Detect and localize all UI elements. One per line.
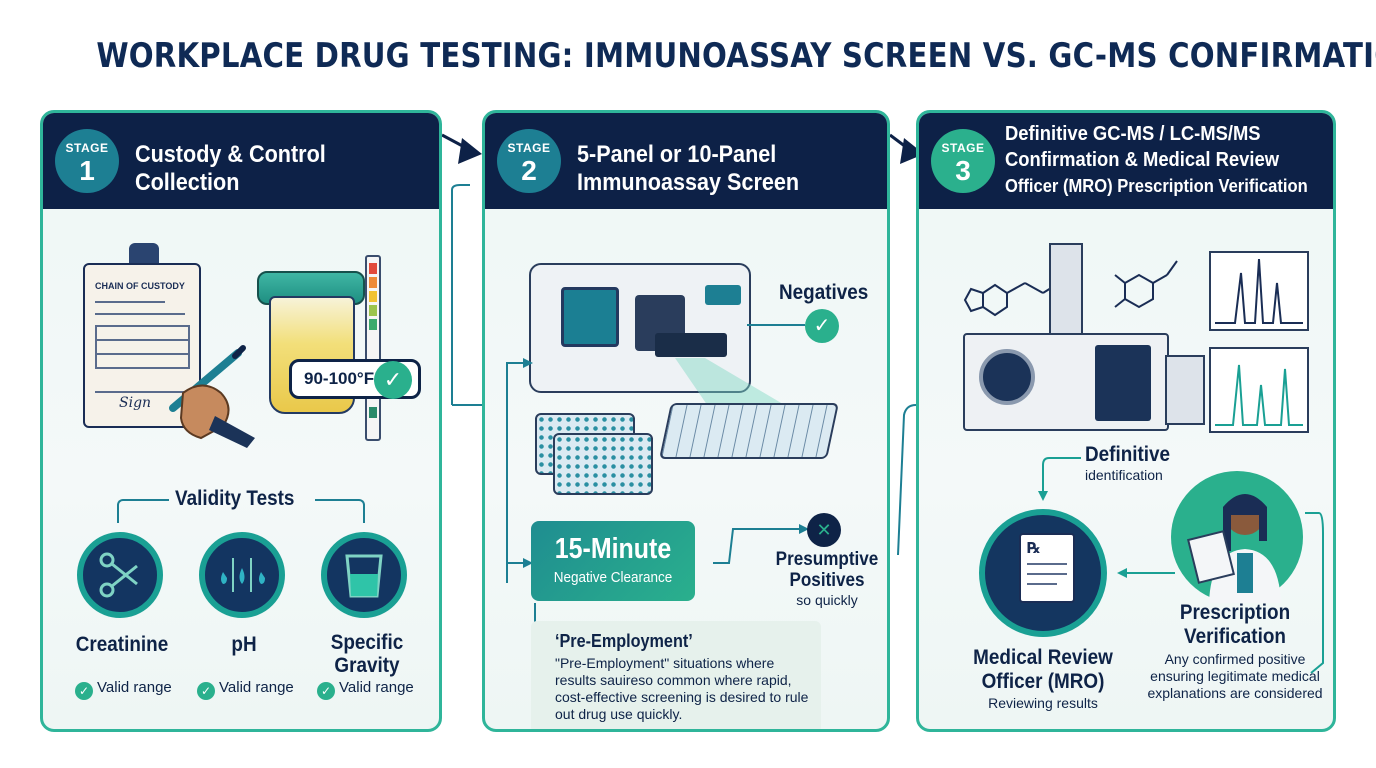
validity-bracket-right bbox=[315, 499, 365, 523]
immunoassay-analyzer bbox=[529, 263, 751, 393]
scissors-icon bbox=[99, 552, 138, 598]
stage-1-title: Custody & Control Collection bbox=[135, 141, 326, 196]
negatives-label: Negatives bbox=[779, 281, 869, 304]
check-icon: ✓ bbox=[317, 682, 335, 700]
clearance-connectors bbox=[506, 358, 809, 623]
specific-gravity-test-icon bbox=[321, 532, 407, 618]
prescription-verification-title: Prescription Verification bbox=[1179, 601, 1291, 648]
stage-1-panel: STAGE 1 Custody & Control Collection CHA… bbox=[40, 110, 442, 732]
specific-gravity-label: Specific Gravity bbox=[330, 631, 404, 677]
hand-pen-icon bbox=[169, 345, 255, 448]
doctor-figure bbox=[1187, 494, 1281, 603]
stage-2-badge: STAGE 2 bbox=[497, 129, 561, 193]
ph-status: ✓Valid range bbox=[197, 679, 294, 700]
stage-3-badge: STAGE 3 bbox=[931, 129, 995, 193]
check-icon: ✓ bbox=[374, 361, 412, 399]
ph-label: pH bbox=[231, 633, 257, 656]
arrow-1-2-icon bbox=[458, 138, 482, 164]
stage-2-header: STAGE 2 5-Panel or 10-Panel Immunoassay … bbox=[485, 113, 887, 209]
main-title: WORKPLACE DRUG TESTING: IMMUNOASSAY SCRE… bbox=[96, 36, 1376, 76]
creatinine-label: Creatinine bbox=[75, 633, 169, 656]
molecule-icon bbox=[1114, 260, 1178, 309]
temperature-strip bbox=[365, 255, 381, 441]
specific-gravity-status: ✓Valid range bbox=[317, 679, 414, 700]
mro-sub: Reviewing results bbox=[988, 695, 1098, 711]
check-icon: ✓ bbox=[197, 682, 215, 700]
stage-3-title: Definitive GC-MS / LC-MS/MS Confirmation… bbox=[1005, 123, 1308, 196]
beaker-icon bbox=[345, 554, 383, 598]
stage-2-title: 5-Panel or 10-Panel Immunoassay Screen bbox=[577, 141, 800, 196]
stage-3-panel: STAGE 3 Definitive GC-MS / LC-MS/MS Conf… bbox=[916, 110, 1336, 732]
prescription-icon: ℞ bbox=[1019, 533, 1075, 603]
negative-clearance-box: 15-Minute Negative Clearance bbox=[531, 521, 695, 601]
microplate-icon bbox=[553, 433, 653, 495]
mass-spec-column bbox=[1049, 243, 1083, 343]
chromatogram-icon bbox=[1209, 251, 1309, 331]
instrument-dial-icon bbox=[979, 349, 1035, 405]
presumptive-positives-label: Presumptive Positives bbox=[775, 549, 879, 591]
validity-bracket-left bbox=[117, 499, 169, 523]
creatinine-status: ✓Valid range bbox=[75, 679, 172, 700]
analyzer-screen bbox=[561, 287, 619, 347]
stage-2-panel: STAGE 2 5-Panel or 10-Panel Immunoassay … bbox=[482, 110, 890, 732]
creatinine-test-icon bbox=[77, 532, 163, 618]
pre-employment-note: ‘Pre-Employment’ "Pre-Employment" situat… bbox=[531, 621, 821, 729]
presumptive-sub: so quickly bbox=[796, 592, 858, 608]
doctor-icon bbox=[1171, 471, 1303, 603]
validity-tests-title: Validity Tests bbox=[175, 487, 295, 510]
chromatogram-icon bbox=[1209, 347, 1309, 433]
definitive-title: Definitive bbox=[1085, 443, 1171, 466]
negatives-connector bbox=[747, 324, 805, 326]
mro-title: Medical Review Officer (MRO) bbox=[973, 646, 1113, 693]
check-icon: ✓ bbox=[75, 682, 93, 700]
stage-3-connectors bbox=[1038, 457, 1324, 674]
droplets-icon bbox=[221, 558, 265, 592]
stage-1-badge: STAGE 1 bbox=[55, 129, 119, 193]
identification-label: identification bbox=[1085, 467, 1163, 483]
x-icon: ✕ bbox=[807, 513, 841, 547]
signature: Sign bbox=[119, 395, 152, 411]
ph-test-icon bbox=[199, 532, 285, 618]
prescription-verification-sub: Any confirmed positive ensuring legitima… bbox=[1147, 651, 1323, 701]
stage-1-header: STAGE 1 Custody & Control Collection bbox=[43, 113, 439, 209]
check-icon: ✓ bbox=[805, 309, 839, 343]
stage-3-header: STAGE 3 Definitive GC-MS / LC-MS/MS Conf… bbox=[919, 113, 1333, 209]
